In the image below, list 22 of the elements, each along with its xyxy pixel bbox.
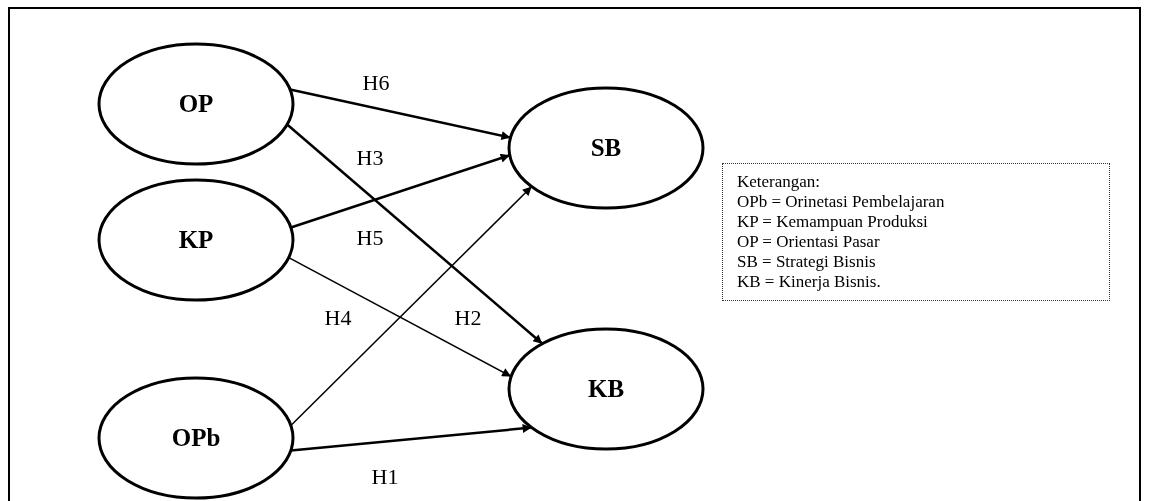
construct-ellipse (97, 376, 295, 500)
construct-ellipse (97, 42, 295, 166)
construct-label: OP (178, 90, 214, 118)
construct-ellipse (507, 327, 705, 451)
key-entry: OP = Orientasi Pasar (737, 232, 880, 252)
construct-label: KB (587, 375, 625, 403)
key-entry: KP = Kemampuan Produksi (737, 212, 928, 232)
arrow (288, 256, 512, 378)
key-entry: KB = Kinerja Bisnis. (737, 272, 881, 292)
construct-label: OPb (171, 424, 221, 452)
arrow (289, 88, 511, 141)
key-box (722, 163, 1110, 301)
construct-label: KP (178, 226, 214, 254)
construct-ellipse (97, 178, 295, 302)
arrow (290, 185, 533, 427)
key-entry: SB = Strategi Bisnis (737, 252, 876, 272)
construct-label: SB (590, 134, 622, 162)
key-heading: Keterangan: (737, 172, 821, 192)
key-entry: OPb = Orinetasi Pembelajaran (737, 192, 945, 212)
arrow (286, 123, 544, 345)
arrow (290, 423, 532, 452)
construct-ellipse (507, 86, 705, 210)
